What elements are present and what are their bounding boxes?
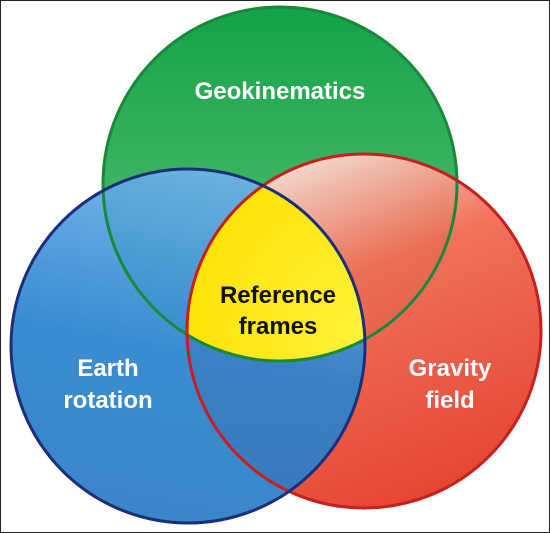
outline-gravity-field (185, 152, 543, 510)
label-reference-frames-line1: Reference (220, 282, 336, 309)
label-gravity-field-line1: Gravity (409, 355, 492, 382)
outline-geokinematics (101, 5, 459, 363)
label-earth-rotation-line2: rotation (63, 387, 152, 414)
label-gravity-field-line2: field (425, 387, 474, 414)
label-reference-frames-line2: frames (239, 313, 318, 340)
label-earth-rotation-line1: Earth (77, 355, 138, 382)
outline-earth-rotation (9, 167, 367, 525)
label-geokinematics: Geokinematics (195, 78, 366, 105)
